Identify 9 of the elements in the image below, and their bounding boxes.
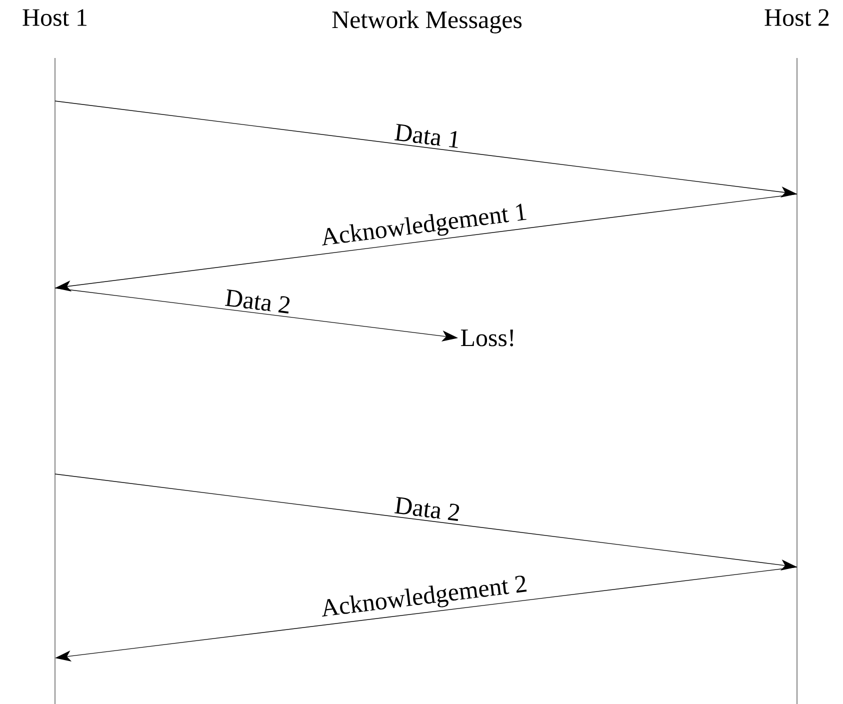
edge-label: Data 2 [394, 496, 460, 521]
edge-label: Acknowledgement 1 [322, 204, 526, 246]
loss-label: Loss! [460, 330, 514, 346]
edge-label: Data 2 [224, 289, 290, 314]
heading: Network Messages [332, 10, 522, 34]
edge-label: Acknowledgement 2 [322, 576, 527, 617]
host-lifeline: Host 1 [22, 9, 86, 704]
edge-label: Data 1 [394, 124, 458, 148]
host-lifeline: Host 2 [764, 9, 829, 704]
